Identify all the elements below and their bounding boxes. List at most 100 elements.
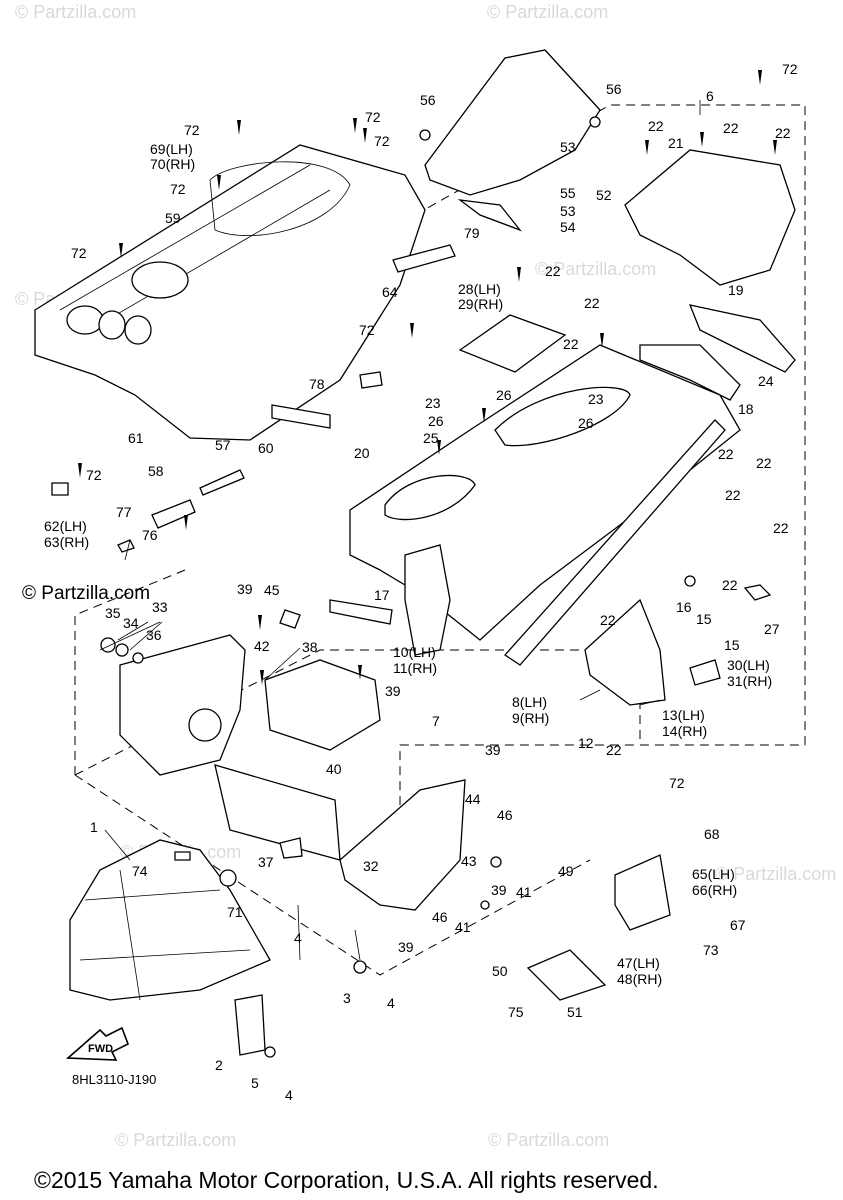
- rivet-icon: [358, 665, 362, 680]
- callout-label: 72: [359, 322, 375, 338]
- callout-label: 76: [142, 527, 158, 543]
- callout-label: 65(LH): [692, 866, 735, 882]
- callout-label: 21: [668, 135, 684, 151]
- callout-label: 22: [723, 120, 739, 136]
- callout-label: 42: [254, 638, 270, 654]
- callout-label: 34: [123, 615, 139, 631]
- callout-label: 13(LH): [662, 707, 705, 723]
- callout-label: 10(LH): [393, 644, 436, 660]
- group-frame-6: [399, 104, 806, 835]
- rivet-icon: [363, 128, 367, 143]
- callout-label: 72: [86, 467, 102, 483]
- rivet-icon: [700, 132, 704, 147]
- bracket-28: [458, 314, 567, 373]
- panel-detail: [59, 161, 351, 331]
- rivet-icon: [217, 175, 221, 190]
- nut-56: [419, 129, 431, 141]
- washer-5: [264, 1046, 276, 1058]
- cap-45: [279, 609, 301, 629]
- strip-79: [392, 244, 456, 273]
- side-bracket-13: [584, 598, 666, 706]
- callout-label: 8(LH): [512, 694, 547, 710]
- callout-label: 39: [485, 742, 501, 758]
- callout-label: 22: [600, 612, 616, 628]
- callout-label: 70(RH): [150, 156, 195, 172]
- callout-label: 78: [309, 376, 325, 392]
- group-frame-lower: [74, 774, 591, 976]
- callout-label: 51: [567, 1004, 583, 1020]
- watermark: © Partzilla.com: [487, 2, 608, 22]
- watermark: © Partzilla.com: [715, 864, 836, 884]
- front-suspension-frame: [69, 839, 271, 1001]
- fitting-40: [279, 837, 303, 859]
- bracket-62: [51, 482, 69, 496]
- tunnel-opening: [494, 386, 631, 447]
- callout-label: 54: [560, 219, 576, 235]
- callout-label: 72: [71, 245, 87, 261]
- nut-3: [353, 960, 367, 974]
- copyright-footer: ©2015 Yamaha Motor Corporation, U.S.A. A…: [34, 1167, 659, 1193]
- callout-label: 20: [354, 445, 370, 461]
- bracket-2: [234, 994, 266, 1056]
- side-bracket-10: [404, 544, 451, 656]
- callout-label: 4: [285, 1087, 293, 1103]
- callout-label: 58: [148, 463, 164, 479]
- callout-label: 26: [428, 413, 444, 429]
- callout-label: 7: [432, 713, 440, 729]
- vent-hole: [98, 310, 126, 340]
- clip-74: [174, 851, 191, 861]
- group-frame-33: [74, 569, 186, 775]
- rivet-icon: [260, 670, 264, 685]
- callout-label: 19: [728, 282, 744, 298]
- callout-label: 33: [152, 599, 168, 615]
- callout-label: 39: [237, 581, 253, 597]
- callout-label: 17: [374, 587, 390, 603]
- callout-label: 3: [343, 990, 351, 1006]
- washer-36: [132, 652, 144, 664]
- front-tunnel-panel: [34, 144, 426, 441]
- callout-label: 53: [560, 203, 576, 219]
- callout-label: 30(LH): [727, 657, 770, 673]
- callout-label: 38: [302, 639, 318, 655]
- callout-label: 64: [382, 284, 398, 300]
- vent-hole: [124, 315, 152, 345]
- rivet-icon: [773, 140, 777, 155]
- parts-layer: [34, 49, 796, 1058]
- callout-label: 46: [432, 909, 448, 925]
- fasteners: [78, 70, 777, 685]
- fwd-arrow-icon: FWD: [65, 1026, 130, 1061]
- callout-label: 4: [294, 930, 302, 946]
- callout-label: 56: [420, 92, 436, 108]
- callout-label: 22: [648, 118, 664, 134]
- callout-label: 22: [756, 455, 772, 471]
- bracket-leg: [457, 199, 522, 232]
- callout-label: 32: [363, 858, 379, 874]
- callout-label: 72: [365, 109, 381, 125]
- callout-label: 72: [184, 122, 200, 138]
- pad-78: [359, 371, 383, 389]
- callout-label: 37: [258, 854, 274, 870]
- rivet-icon: [258, 615, 262, 630]
- rivet-icon: [517, 267, 521, 282]
- callout-label: 68: [704, 826, 720, 842]
- callout-label: 72: [669, 775, 685, 791]
- plate-27: [743, 584, 772, 601]
- callout-label: 41: [455, 919, 471, 935]
- rivet-icon: [437, 440, 441, 455]
- callout-labels: 1 2 3 4 4 4 5 6 7 8(LH) 9(RH) 10(LH) 11(…: [44, 61, 798, 1103]
- watermark: © Partzilla.com: [115, 1130, 236, 1150]
- rear-seat-bracket: [424, 49, 601, 196]
- callout-label: 9(RH): [512, 710, 549, 726]
- callout-label: 59: [165, 210, 181, 226]
- callout-label: 67: [730, 917, 746, 933]
- front-frame-plate: [119, 634, 246, 776]
- callout-label: 50: [492, 963, 508, 979]
- center-plate-38: [264, 659, 381, 751]
- rivet-icon: [237, 120, 241, 135]
- callout-label: 44: [465, 791, 481, 807]
- plate-30: [689, 659, 721, 686]
- callout-label: 23: [588, 391, 604, 407]
- callout-label: 22: [545, 263, 561, 279]
- rivet-icon: [119, 243, 123, 258]
- grommet-71: [219, 869, 237, 887]
